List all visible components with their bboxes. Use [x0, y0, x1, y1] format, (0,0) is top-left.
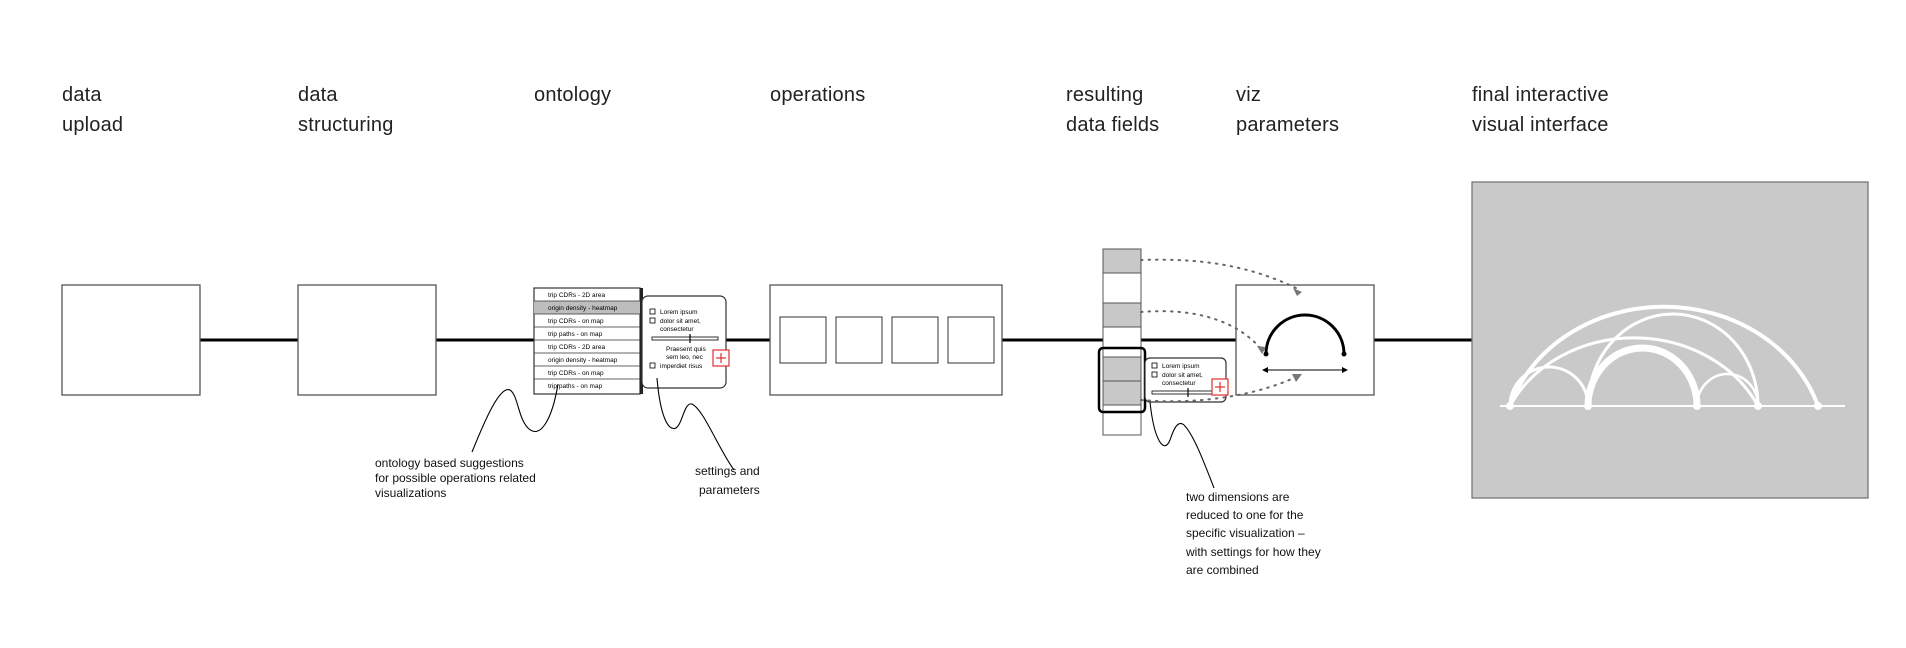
- arrowhead: [1257, 346, 1266, 354]
- checkbox[interactable]: [649, 317, 656, 324]
- checkbox[interactable]: [1151, 362, 1158, 369]
- settings-leader: [656, 377, 735, 471]
- dimensions-note-line-4: with settings for how they: [1185, 545, 1321, 559]
- heading-ontology: ontology: [534, 84, 612, 106]
- plus-icon[interactable]: [712, 349, 730, 367]
- arrowhead: [1293, 288, 1302, 296]
- plus-icon[interactable]: [1211, 378, 1229, 396]
- ontology-item[interactable]: trip CDRs - 2D area: [548, 344, 605, 351]
- data-field[interactable]: [1102, 404, 1142, 436]
- data-field[interactable]: [1102, 326, 1142, 358]
- ontology-item[interactable]: origin density - heatmap: [548, 357, 618, 364]
- combine-option-2: dolor sit amet,: [1162, 372, 1203, 379]
- ontology-list: trip CDRs - 2D area origin density - hea…: [533, 287, 643, 395]
- ontology-note-line-2: for possible operations related: [375, 471, 536, 485]
- settings-note-line-2: parameters: [699, 483, 760, 497]
- arc-diagram[interactable]: [1508, 304, 1820, 410]
- settings-slider[interactable]: [651, 334, 719, 343]
- data-field[interactable]: [1102, 380, 1142, 406]
- arc-node[interactable]: [1814, 402, 1822, 410]
- settings-option-2: dolor sit amet,: [660, 318, 701, 325]
- settings-note-line-1: settings and: [695, 464, 760, 478]
- combine-option-2b: consectetur: [1162, 380, 1196, 387]
- data-field[interactable]: [1102, 272, 1142, 304]
- mapping-curves: [1140, 258, 1301, 403]
- width-arrow-icon: [1262, 367, 1348, 373]
- heading-operations: operations: [770, 84, 866, 106]
- operation-step[interactable]: [891, 316, 939, 364]
- settings-option-2b: consectetur: [660, 326, 694, 333]
- ontology-leader: [471, 383, 559, 453]
- arc-preview-icon: [1264, 313, 1346, 355]
- annotation-leaders: [471, 377, 1215, 489]
- final-interface-panel: [1471, 181, 1869, 499]
- settings-panel: Lorem ipsum dolor sit amet, consectetur …: [641, 295, 730, 389]
- settings-option-3: imperdiet risus: [660, 363, 703, 370]
- checkbox[interactable]: [1151, 371, 1158, 378]
- viz-parameters-box: [1235, 284, 1375, 396]
- arrowhead: [1292, 374, 1302, 382]
- data-upload-box: [61, 284, 201, 396]
- ontology-item[interactable]: origin density - heatmap: [548, 305, 618, 312]
- arc-node[interactable]: [1506, 402, 1514, 410]
- settings-text-a: Praesent quis: [666, 346, 706, 353]
- settings-option-1: Lorem ipsum: [660, 309, 698, 316]
- operations-box: [769, 284, 1003, 396]
- data-field[interactable]: [1102, 302, 1142, 328]
- operation-step[interactable]: [835, 316, 883, 364]
- dimensions-note-line-5: are combined: [1186, 563, 1259, 577]
- dimensions-note-line-1: two dimensions are: [1186, 490, 1290, 504]
- ontology-note-line-1: ontology based suggestions: [375, 456, 524, 470]
- operation-step[interactable]: [779, 316, 827, 364]
- data-field[interactable]: [1102, 248, 1142, 274]
- data-fields-column: [1097, 248, 1147, 436]
- operation-step[interactable]: [947, 316, 995, 364]
- dimensions-leader: [1149, 401, 1215, 489]
- arc-node[interactable]: [1584, 402, 1592, 410]
- ontology-item[interactable]: trip paths - on map: [548, 383, 603, 390]
- settings-text-b: sem leo, nec: [666, 354, 704, 361]
- ontology-note-line-3: visualizations: [375, 486, 446, 500]
- ontology-item[interactable]: trip CDRs - on map: [548, 370, 604, 377]
- checkbox[interactable]: [649, 362, 656, 369]
- data-field[interactable]: [1102, 356, 1142, 382]
- arc-node[interactable]: [1754, 402, 1762, 410]
- ontology-item[interactable]: trip CDRs - 2D area: [548, 292, 605, 299]
- combine-settings-panel: Lorem ipsum dolor sit amet, consectetur: [1144, 357, 1229, 403]
- arc-node[interactable]: [1693, 402, 1701, 410]
- combine-option-1: Lorem ipsum: [1162, 363, 1200, 370]
- data-structuring-box: [297, 284, 437, 396]
- ontology-item[interactable]: trip CDRs - on map: [548, 318, 604, 325]
- dimensions-note-line-2: reduced to one for the: [1186, 508, 1304, 522]
- ontology-item[interactable]: trip paths - on map: [548, 331, 603, 338]
- dimensions-note-line-3: specific visualization –: [1186, 526, 1305, 540]
- checkbox[interactable]: [649, 308, 656, 315]
